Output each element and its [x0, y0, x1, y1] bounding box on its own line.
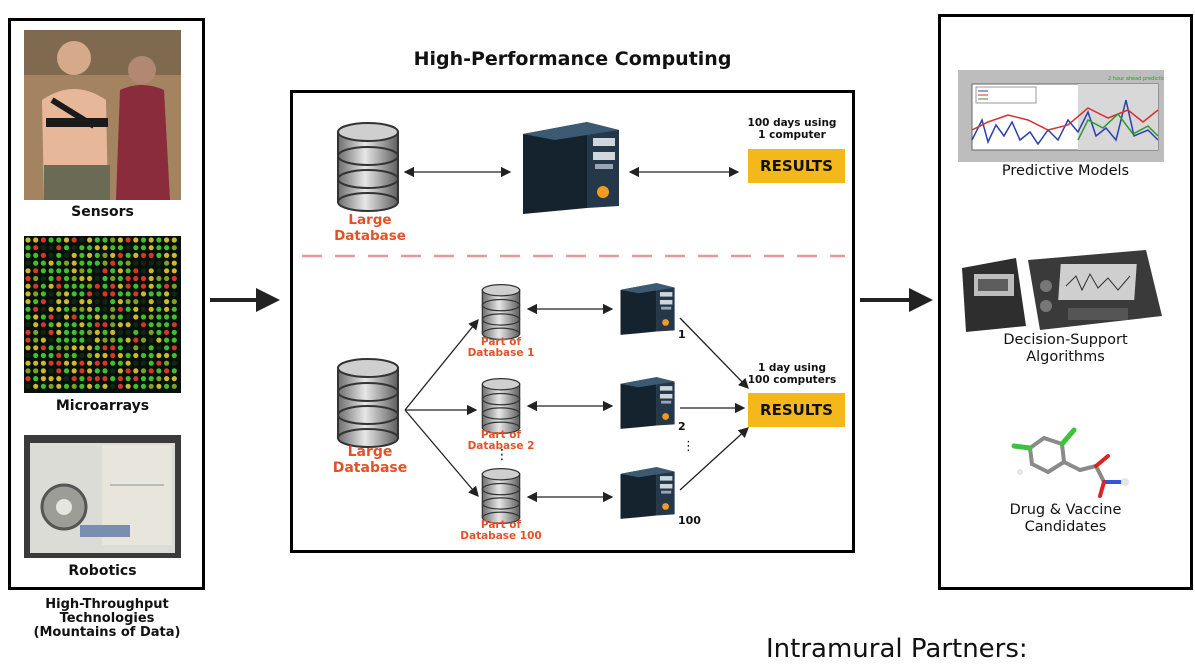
bottom-note-line-2: 100 computers	[747, 374, 837, 386]
decision-support-device-image	[962, 250, 1162, 332]
robotics-photo	[24, 435, 181, 558]
part-database-1-icon	[481, 284, 521, 340]
computer-100-number: 100	[678, 514, 701, 527]
computer-1-icon	[620, 283, 675, 335]
top-large-database-label: Large Database	[334, 212, 406, 244]
part1-line-2: Database 1	[467, 347, 535, 359]
computer-tower-icon	[523, 122, 619, 214]
predictive-models-line-1: Predictive Models	[1001, 163, 1130, 179]
computer-2-icon	[620, 377, 675, 429]
decision-support-line-2: Algorithms	[1026, 349, 1105, 365]
drug-vaccine-line-1: Drug & Vaccine	[1009, 502, 1122, 518]
computers-ellipsis: ⋮	[682, 439, 695, 454]
decision-support-label: Decision-Support Algorithms	[938, 332, 1193, 366]
part-database-1-label: Part of Database 1	[462, 337, 540, 359]
large-database-icon	[337, 122, 399, 212]
molecule-image	[1011, 427, 1129, 498]
input-caption-line-1: High-Throughput	[45, 597, 169, 612]
part2-line-1: Part of	[480, 429, 522, 441]
bottom-large-database-icon	[337, 358, 399, 448]
fan-arrow-3	[404, 409, 479, 497]
computer100-results-arrow	[679, 427, 749, 491]
part100-line-2: Database 100	[460, 530, 542, 542]
part1-line-1: Part of	[480, 336, 522, 348]
part-database-2-label: Part of Database 2	[462, 430, 540, 452]
drug-vaccine-line-2: Candidates	[1024, 519, 1107, 535]
computer1-results-arrow	[679, 317, 749, 389]
input-caption-line-2: Technologies	[59, 611, 155, 626]
bottom-large-database-label: Large Database	[332, 444, 408, 476]
bottom-duration-note: 1 day using 100 computers	[736, 362, 848, 386]
bottom-note-line-1: 1 day using	[757, 362, 827, 374]
predictive-models-label: Predictive Models	[938, 163, 1193, 180]
hpc-title: High-Performance Computing	[413, 48, 732, 70]
top-duration-note: 100 days using 1 computer	[740, 117, 844, 141]
decision-support-line-1: Decision-Support	[1003, 332, 1128, 348]
microarrays-label: Microarrays	[55, 398, 150, 414]
input-caption: High-Throughput Technologies (Mountains …	[4, 598, 210, 640]
top-note-line-1: 100 days using	[747, 117, 837, 129]
svg-text:2 hour ahead prediction: 2 hour ahead prediction	[1108, 76, 1164, 82]
part2-line-2: Database 2	[467, 440, 535, 452]
sensors-label: Sensors	[71, 204, 134, 220]
predictive-models-image: 2 hour ahead prediction	[958, 70, 1164, 162]
computer-100-icon	[620, 467, 675, 519]
fan-arrow-1	[404, 318, 479, 411]
top-note-line-2: 1 computer	[758, 129, 826, 141]
part-database-2-icon	[481, 378, 521, 434]
drug-vaccine-label: Drug & Vaccine Candidates	[938, 502, 1193, 536]
part-database-100-label: Part of Database 100	[455, 520, 547, 542]
parts-ellipsis: ⋮	[495, 447, 509, 463]
robotics-label: Robotics	[68, 563, 137, 579]
sensors-photo	[24, 30, 181, 200]
computer-1-number: 1	[678, 328, 686, 341]
computer-2-number: 2	[678, 420, 686, 433]
input-caption-line-3: (Mountains of Data)	[33, 625, 181, 640]
part100-line-1: Part of	[480, 519, 522, 531]
bottom-results-box: RESULTS	[748, 393, 845, 427]
intramural-partners-heading: Intramural Partners:	[766, 634, 1028, 664]
part-database-100-icon	[481, 468, 521, 524]
top-results-box: RESULTS	[748, 149, 845, 183]
microarray-photo	[24, 236, 181, 393]
